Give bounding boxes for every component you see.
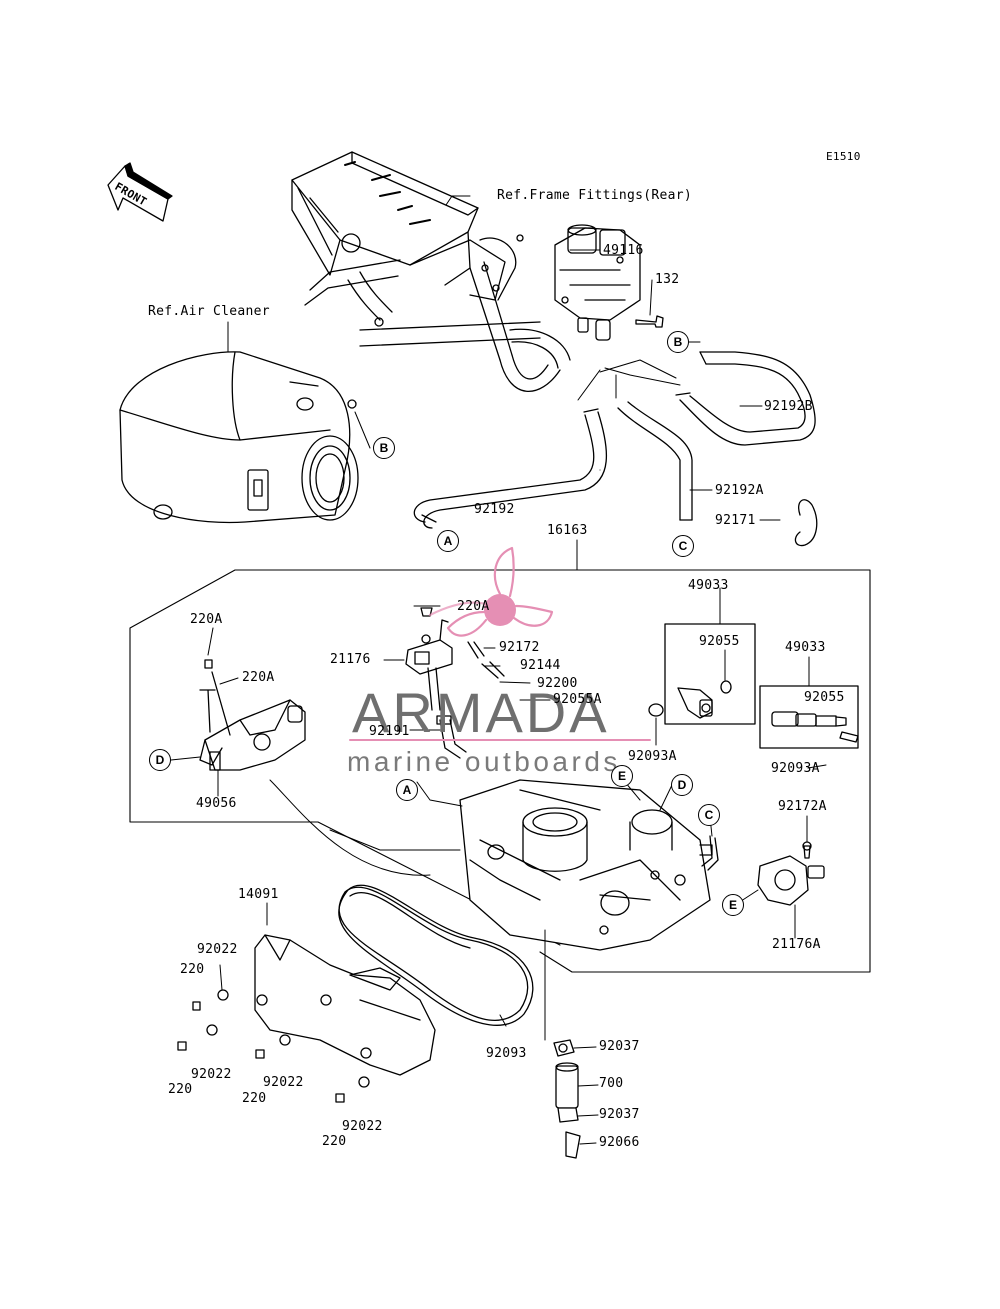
marker-B-air-cleaner: B — [373, 437, 395, 459]
valve-49116-drawing — [554, 224, 641, 341]
marker-C-throttle: C — [698, 804, 720, 826]
part-label-220A-mid: 220A — [457, 599, 490, 614]
bolt-132 — [635, 315, 664, 328]
part-label-92022-a: 92022 — [197, 942, 238, 957]
belt-92093 — [338, 886, 529, 1022]
marker-A-hose: A — [437, 530, 459, 552]
part-label-49033-a: 49033 — [688, 578, 729, 593]
hose-92191 — [439, 719, 467, 759]
part-label-92037-b: 92037 — [599, 1107, 640, 1122]
part-label-220-b: 220 — [168, 1082, 193, 1097]
frame-fittings-drawing — [291, 151, 571, 393]
part-label-16163: 16163 — [547, 523, 588, 538]
fasteners — [177, 989, 370, 1103]
part-label-220-d: 220 — [322, 1134, 347, 1149]
marker-A-throttle: A — [396, 779, 418, 801]
part-label-92022-c: 92022 — [263, 1075, 304, 1090]
marker-B-valve: B — [667, 331, 689, 353]
hose-92192 — [413, 408, 608, 529]
part-label-700: 700 — [599, 1076, 624, 1091]
sensor-21176-drawing — [405, 607, 505, 679]
part-label-92037-a: 92037 — [599, 1039, 640, 1054]
front-arrow-icon — [107, 162, 173, 222]
clamp-92171 — [794, 499, 818, 547]
diagram-code: E1510 — [826, 150, 861, 163]
part-label-92093A-b: 92093A — [771, 761, 820, 776]
part-label-49056: 49056 — [196, 796, 237, 811]
watermark-title: ARMADA — [352, 681, 610, 744]
part-label-21176: 21176 — [330, 652, 371, 667]
part-label-92191: 92191 — [369, 724, 410, 739]
air-cleaner-drawing — [119, 351, 359, 524]
part-label-220-a: 220 — [180, 962, 205, 977]
watermark-subtitle: marine outboards — [347, 746, 621, 777]
part-label-220-c: 220 — [242, 1091, 267, 1106]
marker-D-bracket: D — [149, 749, 171, 771]
injector-49033-a — [677, 680, 732, 719]
marker-E-throttle: E — [611, 765, 633, 787]
marker-D-throttle: D — [671, 774, 693, 796]
injector-49033-b — [771, 711, 859, 743]
watermark-propeller-icon — [428, 546, 554, 637]
sensor-21176A-drawing — [757, 841, 825, 906]
leader-lines — [170, 195, 827, 1145]
part-label-92192A: 92192A — [715, 483, 764, 498]
hose-92192A — [617, 401, 693, 521]
hose-92192B — [675, 351, 816, 446]
part-label-49116: 49116 — [603, 243, 644, 258]
part-label-92192B: 92192B — [764, 399, 813, 414]
ref-frame-fittings: Ref.Frame Fittings(Rear) — [497, 188, 693, 203]
seal-92093A — [648, 703, 664, 717]
marker-E-sensor: E — [722, 894, 744, 916]
part-label-92192: 92192 — [474, 502, 515, 517]
part-label-132: 132 — [655, 272, 680, 287]
part-label-49033-b: 49033 — [785, 640, 826, 655]
part-label-92171: 92171 — [715, 513, 756, 528]
part-label-14091: 14091 — [238, 887, 279, 902]
part-label-92022-b: 92022 — [191, 1067, 232, 1082]
part-label-92066: 92066 — [599, 1135, 640, 1150]
bracket-49056-drawing — [199, 659, 306, 771]
part-label-92093: 92093 — [486, 1046, 527, 1061]
part-label-92055-b: 92055 — [804, 690, 845, 705]
part-label-220A-top: 220A — [190, 612, 223, 627]
belt-cover-14091-drawing — [254, 934, 436, 1076]
part-label-92055A: 92055A — [553, 692, 602, 707]
hose-700-set — [553, 1039, 581, 1159]
part-label-92172A: 92172A — [778, 799, 827, 814]
part-label-92144: 92144 — [520, 658, 561, 673]
part-label-92200: 92200 — [537, 676, 578, 691]
part-label-92172: 92172 — [499, 640, 540, 655]
ref-air-cleaner: Ref.Air Cleaner — [148, 304, 270, 319]
injector-box-a — [664, 623, 756, 725]
part-label-92055-a: 92055 — [699, 634, 740, 649]
assembly-outline — [129, 569, 871, 973]
part-label-92022-d: 92022 — [342, 1119, 383, 1134]
throttle-body-drawing — [459, 779, 719, 951]
part-label-92093A: 92093A — [628, 749, 677, 764]
part-label-21176A: 21176A — [772, 937, 821, 952]
marker-C-hose: C — [672, 535, 694, 557]
part-label-220A-left: 220A — [242, 670, 275, 685]
